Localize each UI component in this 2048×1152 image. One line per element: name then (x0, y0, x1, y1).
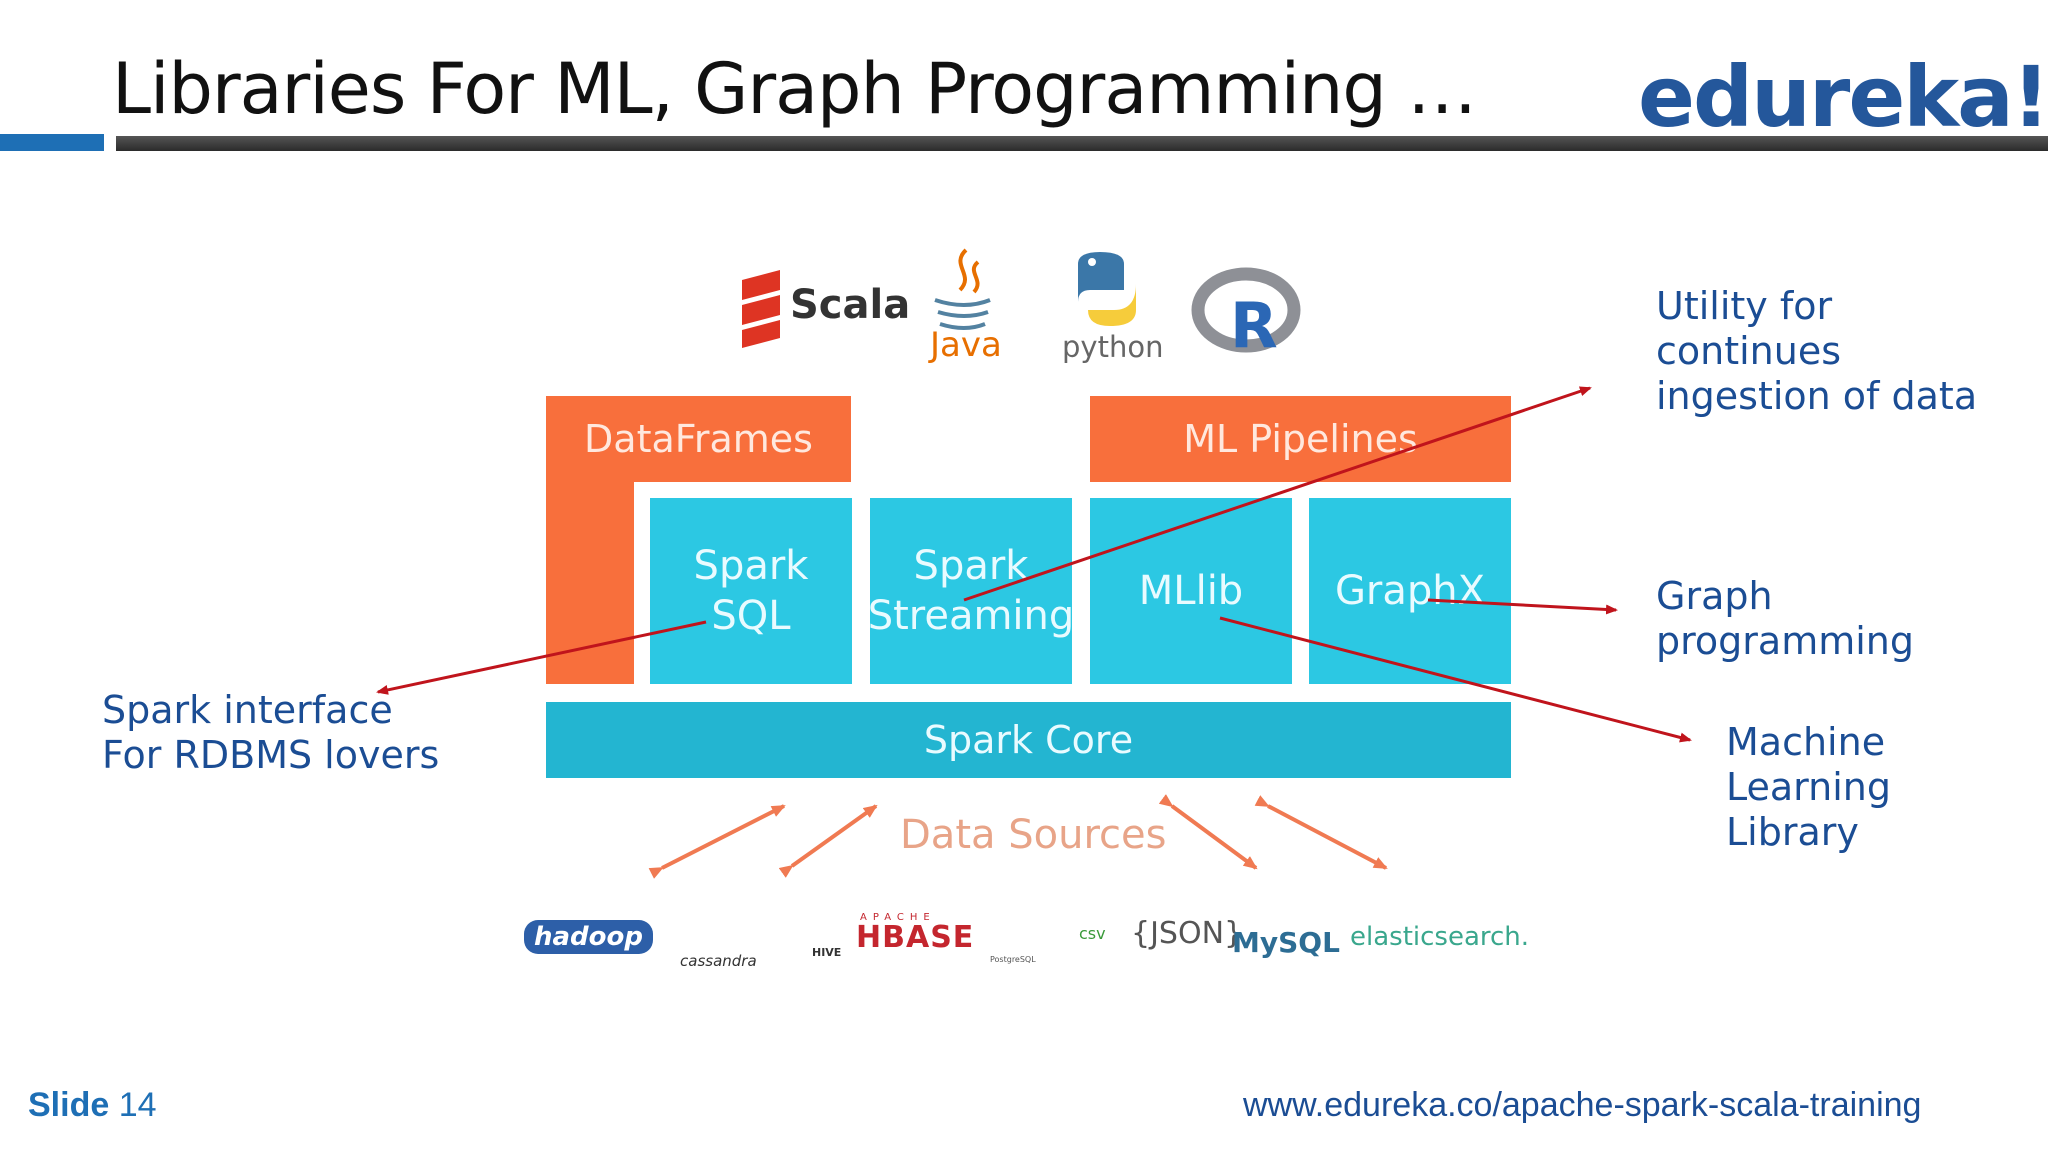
title-accent-bar (0, 134, 104, 151)
data-source-arrow-4 (1254, 795, 1388, 870)
edureka-logo: edureka! (1638, 48, 2048, 146)
json-logo: {JSON} (1131, 916, 1244, 951)
arrow-graphx (1427, 598, 1618, 615)
elasticsearch-logo: elasticsearch. (1350, 922, 1530, 952)
slide-number: Slide 14 (28, 1086, 157, 1125)
arrow-spark-sql (376, 620, 707, 695)
dataframes-label: DataFrames (584, 417, 813, 461)
spark-core-block: Spark Core (546, 702, 1511, 778)
graphx-block: GraphX (1309, 498, 1511, 684)
annotation-mllib: Machine Learning Library (1726, 720, 1891, 854)
slide-title: Libraries For ML, Graph Programming … (112, 48, 1477, 130)
annotation-streaming: Utility for continues ingestion of data (1656, 284, 1978, 418)
hive-logo: HIVE (812, 946, 842, 959)
dataframes-block-side (546, 482, 634, 684)
spark-core-label: Spark Core (923, 718, 1134, 762)
hadoop-logo: hadoop (524, 920, 654, 954)
data-source-arrow-2 (778, 804, 878, 878)
spark-sql-block: Spark SQL (650, 498, 852, 684)
spark-streaming-label-line1: Spark (913, 543, 1029, 589)
python-label: python (1062, 330, 1164, 364)
data-source-arrow-1 (648, 804, 786, 879)
footer-url[interactable]: www.edureka.co/apache-spark-scala-traini… (1243, 1086, 1922, 1124)
java-label: Java (930, 325, 1002, 365)
slide-number-value: 14 (118, 1086, 157, 1124)
spark-sql-label: Spark SQL (693, 543, 809, 639)
postgresql-logo: PostgreSQL (990, 955, 1036, 964)
hbase-apache-label: APACHE (860, 912, 936, 923)
hbase-logo: HBASE (856, 920, 975, 955)
spark-streaming-block: Spark Streaming (867, 498, 1075, 684)
csv-logo: csv (1079, 924, 1106, 943)
slide-label: Slide (28, 1086, 110, 1124)
arrow-streaming (963, 386, 1592, 602)
spark-streaming-label-line2: Streaming (867, 593, 1075, 639)
data-source-arrow-3 (1158, 794, 1258, 870)
annotation-spark-sql: Spark interface For RDBMS lovers (102, 688, 440, 777)
annotation-graph: Graph programming (1656, 574, 1914, 663)
dataframes-block: DataFrames (546, 396, 851, 482)
cassandra-logo: cassandra (680, 952, 757, 970)
mllib-block: MLlib (1090, 498, 1292, 684)
data-sources-label: Data Sources (900, 812, 1167, 858)
scala-label: Scala (790, 282, 911, 328)
mysql-logo: MySQL (1232, 926, 1340, 959)
ml-pipelines-label: ML Pipelines (1183, 417, 1418, 461)
arrow-mllib (1219, 616, 1692, 743)
graphx-label: GraphX (1334, 568, 1486, 614)
mllib-label: MLlib (1138, 568, 1244, 614)
title-divider (116, 136, 2048, 151)
